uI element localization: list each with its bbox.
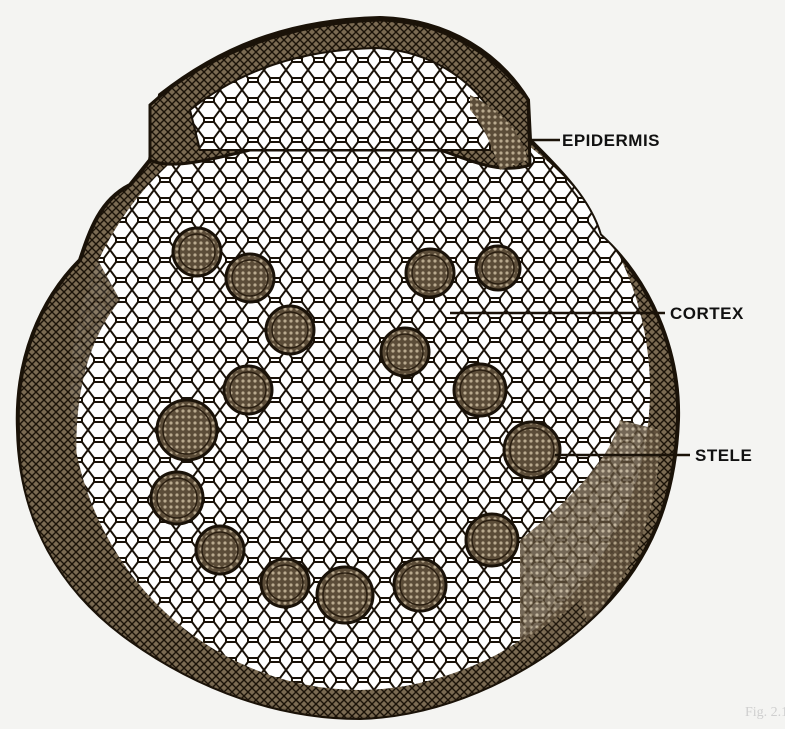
vascular-bundle xyxy=(317,567,373,623)
vascular-bundle xyxy=(226,254,274,302)
epidermis-label: EPIDERMIS xyxy=(562,131,660,150)
vascular-bundle xyxy=(157,400,217,460)
cortex-label: CORTEX xyxy=(670,304,744,323)
vascular-bundle xyxy=(173,228,221,276)
vascular-bundle xyxy=(381,328,429,376)
vascular-bundle xyxy=(394,559,446,611)
figure-caption-fragment: Fig. 2.18 : T.S. of xyxy=(745,705,785,720)
vascular-bundle xyxy=(261,559,309,607)
vascular-bundle xyxy=(466,514,518,566)
stele-label: STELE xyxy=(695,446,752,465)
vascular-bundle xyxy=(224,366,272,414)
vascular-bundle xyxy=(504,422,560,478)
vascular-bundle xyxy=(266,306,314,354)
vascular-bundle xyxy=(406,249,454,297)
vascular-bundle xyxy=(454,364,506,416)
vascular-bundle xyxy=(151,472,203,524)
vascular-bundle xyxy=(196,526,244,574)
